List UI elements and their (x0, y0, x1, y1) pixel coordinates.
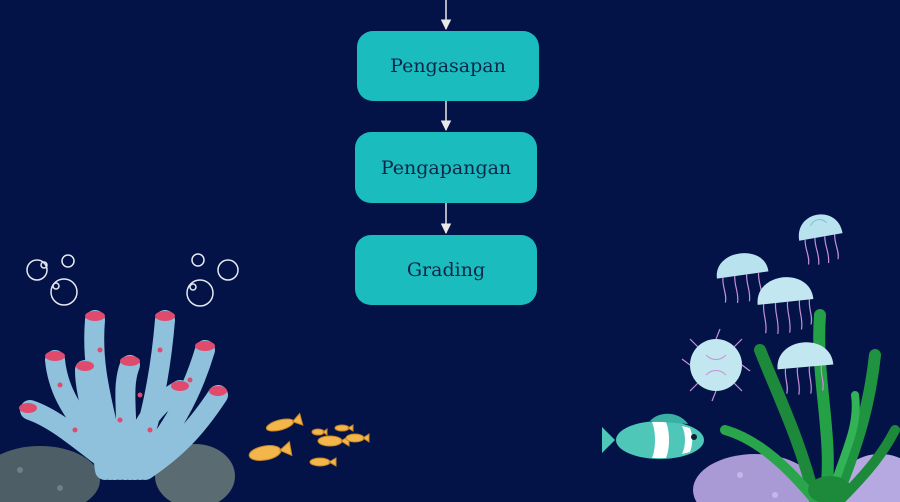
bubbles-icon (26, 253, 239, 307)
tube-coral-icon (19, 310, 228, 480)
fish-school-icon (248, 412, 370, 467)
flow-step-label: Pengapangan (380, 156, 512, 179)
jellyfish-icon (681, 214, 843, 402)
flow-step-pengapangan[interactable]: Pengapangan (355, 132, 537, 203)
flow-step-pengasapan[interactable]: Pengasapan (357, 31, 539, 101)
rock-icon (0, 444, 235, 502)
flow-step-grading[interactable]: Grading (355, 235, 537, 305)
flow-step-label: Pengasapan (390, 55, 506, 77)
seaweed-icon (720, 309, 900, 502)
flow-step-label: Grading (406, 259, 486, 281)
clownfish-icon (602, 413, 704, 459)
